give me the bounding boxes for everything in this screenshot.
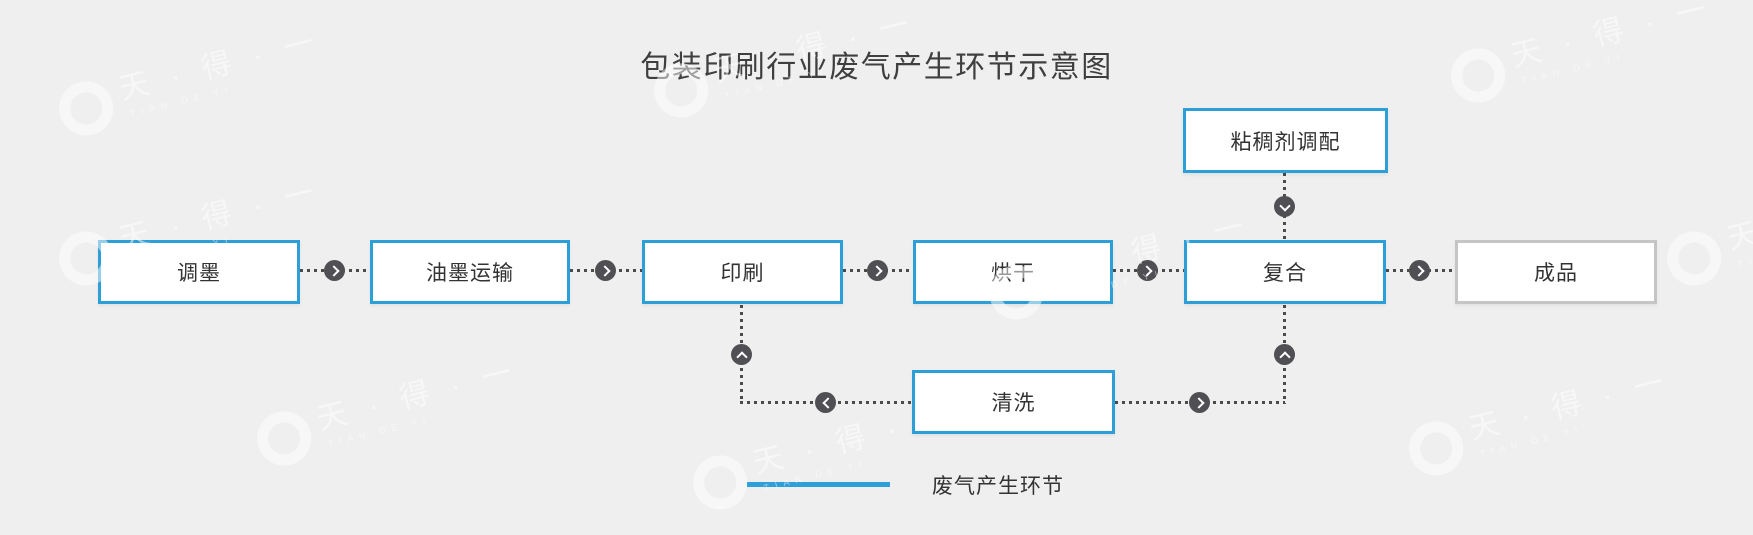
watermark-ring-icon — [1403, 415, 1469, 482]
node-ink-mixing: 调墨 — [98, 240, 300, 304]
legend-waste-gas-label: 废气产生环节 — [932, 475, 1064, 498]
arrow-right-icon — [1189, 392, 1210, 413]
node-thickener-preparation: 粘稠剂调配 — [1183, 108, 1388, 173]
arrow-left-icon — [815, 392, 836, 413]
chevron-up-glyph — [735, 350, 748, 363]
node-drying: 烘干 — [913, 240, 1113, 304]
chevron-right-glyph — [870, 264, 883, 277]
node-ink-transport: 油墨运输 — [370, 240, 570, 304]
watermark-ring-icon — [251, 405, 317, 472]
arrow-up-icon — [1274, 344, 1295, 365]
arrow-up-icon — [731, 344, 752, 365]
chevron-up-glyph — [1278, 350, 1291, 363]
arrow-right-icon — [1409, 260, 1430, 281]
node-cleaning: 清洗 — [912, 370, 1115, 434]
watermark-ring-icon — [1661, 225, 1727, 292]
arrow-right-icon — [324, 260, 345, 281]
chevron-left-glyph — [821, 396, 834, 409]
chevron-right-glyph — [327, 264, 340, 277]
arrow-down-icon — [1274, 196, 1295, 217]
node-printing: 印刷 — [642, 240, 843, 304]
chevron-down-glyph — [1278, 199, 1291, 212]
chevron-right-glyph — [1412, 264, 1425, 277]
legend-waste-gas-line — [747, 482, 890, 487]
chevron-right-glyph — [598, 264, 611, 277]
arrow-right-icon — [595, 260, 616, 281]
node-finished-product: 成品 — [1455, 240, 1657, 304]
arrow-right-icon — [867, 260, 888, 281]
node-laminating: 复合 — [1184, 240, 1386, 304]
watermark-ring-icon — [687, 449, 753, 516]
diagram-title: 包装印刷行业废气产生环节示意图 — [640, 51, 1113, 84]
chevron-right-glyph — [1140, 264, 1153, 277]
chevron-right-glyph — [1192, 396, 1205, 409]
arrow-right-icon — [1137, 260, 1158, 281]
